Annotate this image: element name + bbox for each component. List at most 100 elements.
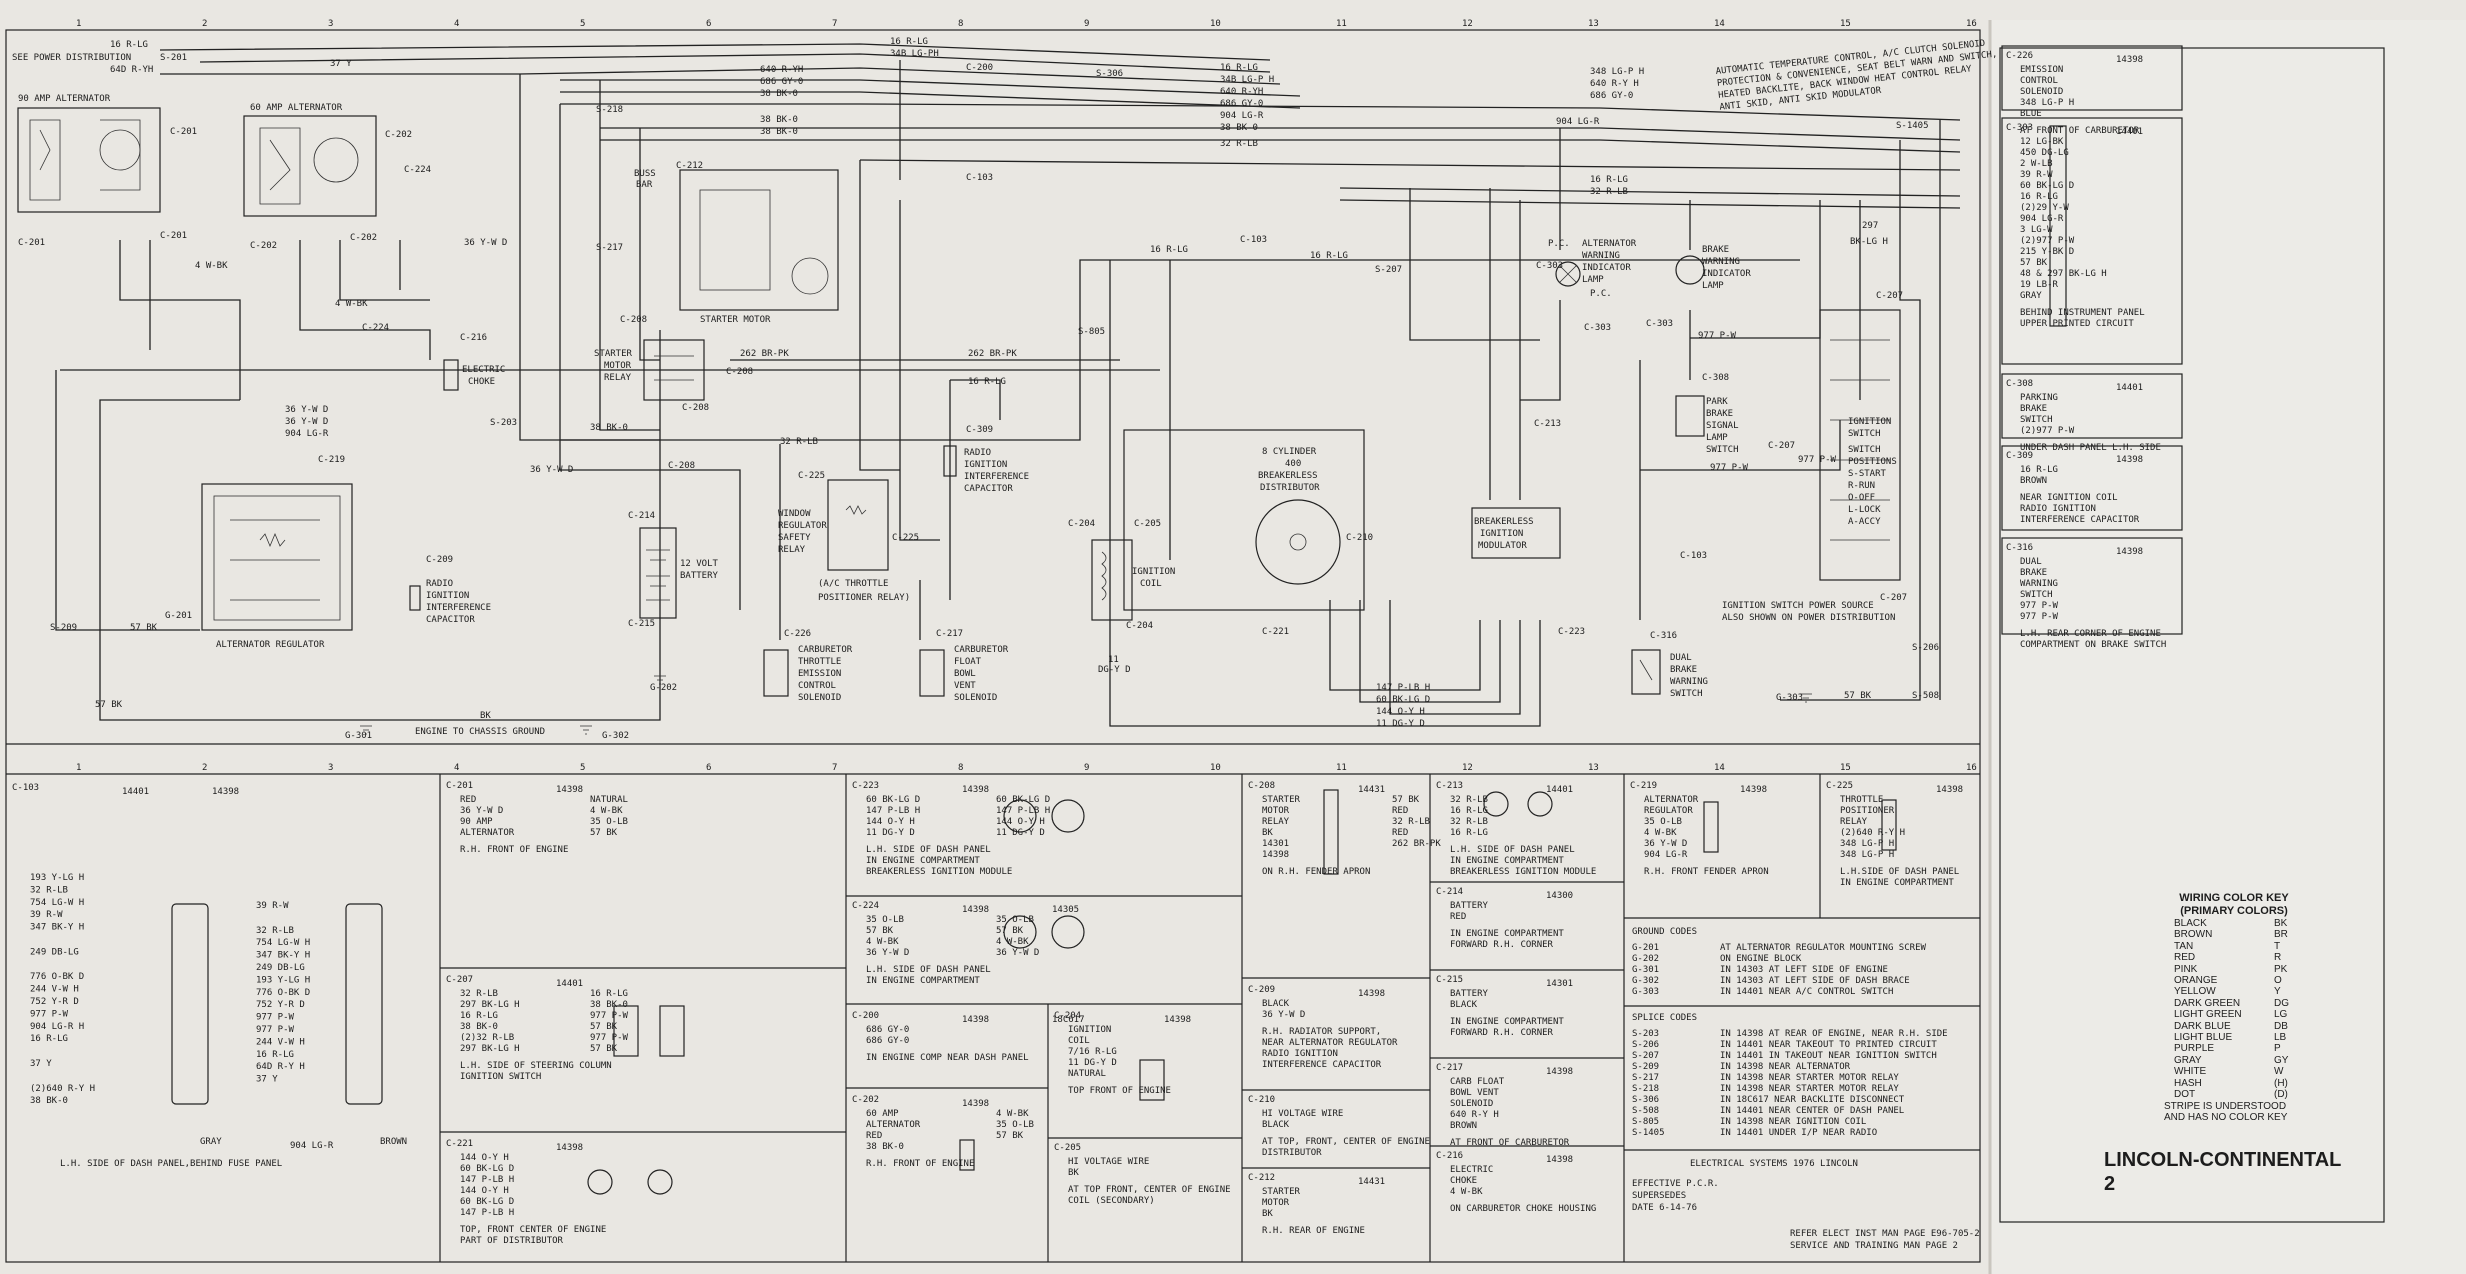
schematic-label: 977 P-W xyxy=(1710,463,1749,473)
schematic-label: R-RUN xyxy=(1848,481,1875,491)
schematic-label: SOLENOID xyxy=(798,693,841,703)
connector-caption: L.H. SIDE OF DASH PANEL,BEHIND FUSE PANE… xyxy=(60,1159,282,1169)
battery xyxy=(639,527,677,619)
schematic-label: DG-Y D xyxy=(1098,665,1131,675)
connector-caption: ON R.H. FENDER APRON xyxy=(1262,867,1370,877)
schematic-label: BK-LG H xyxy=(1850,237,1888,247)
schematic-label: C-217 xyxy=(936,629,963,639)
wire-label: 60 AMP xyxy=(866,1109,899,1119)
wire-label: 11 DG-Y D xyxy=(866,828,915,838)
wire-label: THROTTLE xyxy=(1840,795,1883,805)
wire-label: 977 P-W xyxy=(256,1025,295,1035)
schematic-label: SAFETY xyxy=(778,533,811,543)
wire-label: DUAL xyxy=(2020,557,2042,567)
ground-codes-title: GROUND CODES xyxy=(1632,927,1697,937)
zone-number-top: 16 xyxy=(1966,19,1977,29)
wire-label: 348 LG-P H xyxy=(2020,98,2074,108)
connector-id: C-215 xyxy=(1436,975,1463,985)
color-name: DOT xyxy=(2174,1089,2196,1101)
wire-label: SOLENOID xyxy=(2020,87,2063,97)
connector-caption: IGNITION SWITCH xyxy=(460,1072,541,1082)
zone-number-bottom: 12 xyxy=(1462,763,1473,773)
wire-label: 16 R-LG xyxy=(590,989,628,999)
wire-label: 36 Y-W D xyxy=(460,806,503,816)
wire-label: 249 DB-LG xyxy=(30,947,79,957)
color-abbrev: LB xyxy=(2274,1032,2287,1044)
wire-label: HI VOLTAGE WIRE xyxy=(1262,1109,1343,1119)
wire-label: 904 LG-R H xyxy=(30,1022,84,1032)
schematic-label: C-309 xyxy=(966,425,993,435)
wire-label: 48 & 297 BK-LG H xyxy=(2020,269,2107,279)
connector-id: C-316 xyxy=(2006,543,2033,553)
schematic-label: ALTERNATOR xyxy=(1582,239,1637,249)
wire-label: (2)977 P-W xyxy=(2020,426,2075,436)
schematic-label: BRAKE xyxy=(1702,245,1729,255)
schematic-label: 640 R-Y H xyxy=(1590,79,1639,89)
wire-label: 32 R-LB xyxy=(1450,795,1488,805)
connector-caption: R.H. FRONT FENDER APRON xyxy=(1644,867,1769,877)
splice-code-location: IN 14398 NEAR STARTER MOTOR RELAY xyxy=(1720,1084,1899,1094)
zone-number-top: 9 xyxy=(1084,19,1089,29)
connector-id: C-103 xyxy=(12,783,39,793)
schematic-label: 262 BR-PK xyxy=(968,349,1017,359)
color-abbrev: DB xyxy=(2274,1020,2288,1032)
connector-part-number: 14398 xyxy=(1164,1015,1191,1025)
color-name: BROWN xyxy=(2174,929,2213,941)
connector-id: C-217 xyxy=(1436,1063,1463,1073)
schematic-label: C-215 xyxy=(628,619,655,629)
schematic-label: VENT xyxy=(954,681,976,691)
wire-label: ELECTRIC xyxy=(1450,1165,1493,1175)
splice-code-location: IN 14401 NEAR CENTER OF DASH PANEL xyxy=(1720,1106,1904,1116)
carb-throttle-solenoid xyxy=(763,649,789,697)
color-abbrev: T xyxy=(2274,940,2281,952)
schematic-label: C-214 xyxy=(628,511,655,521)
schematic-label: LAMP xyxy=(1582,275,1604,285)
connector-caption: L.H. SIDE OF DASH PANEL xyxy=(1450,845,1575,855)
schematic-label: 904 LG-R xyxy=(1220,111,1264,121)
wire-label: 11 DG-Y D xyxy=(1068,1058,1117,1068)
wire-label: 19 LB-R xyxy=(2020,280,2059,290)
schematic-label: C-204 xyxy=(1068,519,1095,529)
wire-label: RED xyxy=(460,795,476,805)
ground-code: G-302 xyxy=(1632,976,1659,986)
connector-caption: BEHIND INSTRUMENT PANEL xyxy=(2020,308,2145,318)
radio-capacitor-209 xyxy=(409,585,421,611)
wire-label: (2)640 R-Y H xyxy=(30,1084,95,1094)
schematic-label: L-LOCK xyxy=(1848,505,1881,515)
schematic-label: EMISSION xyxy=(798,669,841,679)
wire-label: 35 O-LB xyxy=(590,817,628,827)
color-abbrev: P xyxy=(2274,1043,2281,1055)
wire-label: 450 DG-LG xyxy=(2020,148,2069,158)
wire-label: REGULATOR xyxy=(1644,806,1693,816)
schematic-label: C-303 xyxy=(1536,261,1563,271)
schematic-label: BRAKE xyxy=(1670,665,1697,675)
connector-caption: COMPARTMENT ON BRAKE SWITCH xyxy=(2020,640,2166,650)
connector-id: C-309 xyxy=(2006,451,2033,461)
wire-label: 977 P-W xyxy=(256,1013,295,1023)
color-abbrev: R xyxy=(2274,952,2282,964)
wire-label: BRAKE xyxy=(2020,568,2047,578)
wire-label: 4 W-BK xyxy=(1644,828,1677,838)
schematic-label: C-210 xyxy=(1346,533,1373,543)
schematic-label: 686 GY-0 xyxy=(760,77,803,87)
wire-label: 977 P-W xyxy=(590,1033,629,1043)
connector-part-number: 14431 xyxy=(1358,1177,1385,1187)
splice-code: S-209 xyxy=(1632,1062,1659,1072)
connector-id: C-205 xyxy=(1054,1143,1081,1153)
brake-warning-lamp xyxy=(1675,255,1705,285)
color-name: WHITE xyxy=(2174,1066,2207,1078)
schematic-label: C-221 xyxy=(1262,627,1289,637)
schematic-label: C-201 xyxy=(160,231,187,241)
schematic-label: RADIO xyxy=(426,579,453,589)
schematic-label: S-218 xyxy=(596,105,623,115)
schematic-label: 904 LG-R xyxy=(285,429,329,439)
connector-part-number: 14398 xyxy=(556,785,583,795)
schematic-label: 11 xyxy=(1108,655,1119,665)
zone-number-bottom: 6 xyxy=(706,763,711,773)
wire-label: 904 LG-R xyxy=(290,1141,334,1151)
